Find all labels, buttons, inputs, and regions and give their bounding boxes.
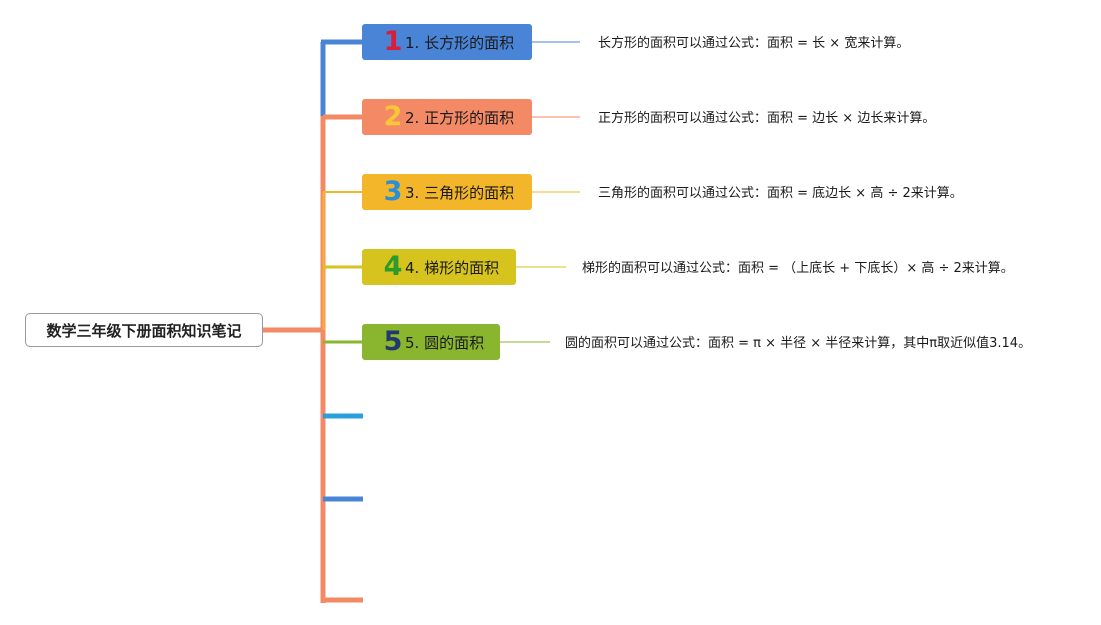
number-4-icon: 4: [383, 251, 403, 282]
note-rectangle-area: 长方形的面积可以通过公式：面积 = 长 × 宽来计算。: [598, 36, 910, 51]
number-2-icon: 2: [383, 101, 403, 132]
number-3-icon: 3: [383, 176, 403, 207]
topic-label: 1. 长方形的面积: [405, 33, 515, 52]
topic-label: 4. 梯形的面积: [405, 258, 500, 277]
note-circle-area: 圆的面积可以通过公式：面积 = π × 半径 × 半径来计算，其中π取近似值3.…: [565, 336, 1032, 351]
topic-label: 3. 三角形的面积: [405, 183, 515, 202]
topic-triangle-area[interactable]: 3 3. 三角形的面积: [362, 174, 532, 210]
topic-rectangle-area[interactable]: 1 1. 长方形的面积: [362, 24, 532, 60]
topic-label: 5. 圆的面积: [405, 333, 485, 352]
note-triangle-area: 三角形的面积可以通过公式：面积 = 底边长 × 高 ÷ 2来计算。: [598, 186, 963, 201]
topic-trapezoid-area[interactable]: 4 4. 梯形的面积: [362, 249, 516, 285]
root-topic[interactable]: 数学三年级下册面积知识笔记: [25, 313, 263, 347]
note-trapezoid-area: 梯形的面积可以通过公式：面积 = （上底长 + 下底长）× 高 ÷ 2来计算。: [582, 261, 1014, 276]
note-square-area: 正方形的面积可以通过公式：面积 = 边长 × 边长来计算。: [598, 111, 936, 126]
number-1-icon: 1: [383, 26, 403, 57]
number-5-icon: 5: [383, 326, 403, 357]
root-topic-label: 数学三年级下册面积知识笔记: [46, 321, 242, 340]
topic-label: 2. 正方形的面积: [405, 108, 515, 127]
topic-square-area[interactable]: 2 2. 正方形的面积: [362, 99, 532, 135]
topic-circle-area[interactable]: 5 5. 圆的面积: [362, 324, 500, 360]
